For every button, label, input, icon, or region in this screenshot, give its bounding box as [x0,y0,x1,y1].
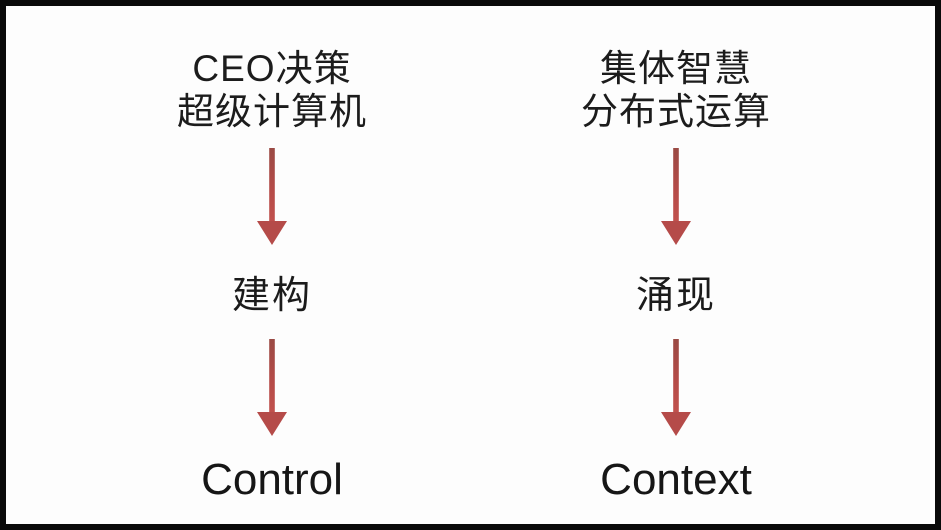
down-arrow-icon [661,338,691,436]
right-mid-label: 涌现 [635,274,716,317]
left-heading-line1: CEO决策 [192,48,352,89]
column-ceo-control: CEO决策 超级计算机 建构 Control [122,6,422,504]
column-collective-context: 集体智慧 分布式运算 涌现 Context [526,6,826,504]
left-heading-line2: 超级计算机 [177,90,367,132]
left-heading: CEO决策 超级计算机 [177,48,367,134]
down-arrow-icon [257,338,287,436]
left-bottom-label: Control [201,454,343,504]
right-heading: 集体智慧 分布式运算 [581,48,771,134]
right-heading-line2: 分布式运算 [581,90,771,132]
down-arrow-icon [257,147,287,245]
right-bottom-label: Context [600,454,752,504]
left-mid-label: 建构 [231,274,312,317]
right-heading-line1: 集体智慧 [600,48,752,89]
down-arrow-icon [661,147,691,245]
